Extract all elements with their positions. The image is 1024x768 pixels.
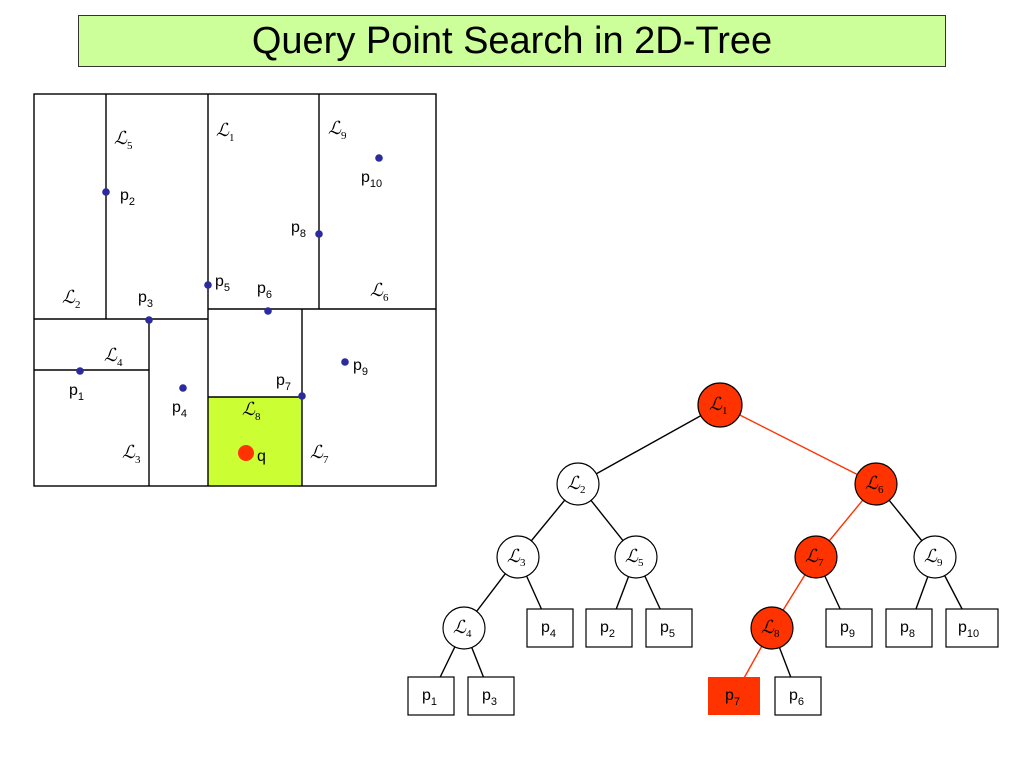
point-p1-dot (76, 367, 84, 375)
tree-leaf-p8-label: p8 (900, 619, 915, 640)
tree-node-L4 (442, 606, 486, 650)
point-p7-dot (298, 392, 306, 400)
tree-leaf-p10 (945, 608, 999, 648)
point-p9-label: p9 (353, 357, 368, 378)
point-p7-label: p7 (276, 372, 291, 393)
split-line-label-5: ℒ5 (114, 128, 133, 152)
tree-leaf-p2 (585, 608, 633, 648)
tree-node-L8-label: ℒ8 (761, 617, 780, 640)
tree-node-L9 (913, 535, 957, 579)
tree-leaf-p5 (645, 608, 693, 648)
split-line-label-9: ℒ9 (328, 118, 347, 142)
point-p9-dot (341, 358, 349, 366)
split-line-label-4: ℒ4 (104, 345, 123, 369)
tree-leaf-p3 (467, 676, 515, 716)
query-region (208, 397, 302, 486)
tree-leaf-p2-label: p2 (600, 619, 615, 640)
title-banner: Query Point Search in 2D-Tree (78, 15, 946, 67)
tree-node-L2 (556, 462, 600, 506)
tree-node-L3-label: ℒ3 (507, 546, 526, 569)
point-p2-label: p2 (120, 187, 135, 208)
point-p3-label: p3 (138, 289, 153, 310)
tree-node-L8 (750, 606, 794, 650)
split-line-label-1: ℒ1 (216, 120, 234, 144)
tree-edge-L1-L6 (719, 404, 877, 485)
tree-leaf-p5-label: p5 (660, 619, 675, 640)
split-line-label-2: ℒ2 (62, 287, 80, 311)
tree-node-L9-label: ℒ9 (924, 546, 943, 569)
tree-node-L2-label: ℒ2 (567, 473, 585, 496)
tree-leaf-p7-label: p7 (725, 687, 740, 708)
point-p4-label: p4 (172, 399, 187, 420)
page-title: Query Point Search in 2D-Tree (251, 19, 773, 62)
point-p3-dot (145, 316, 153, 324)
tree-edge-L1-L2 (577, 404, 721, 485)
point-p5-label: p5 (215, 273, 230, 294)
tree-node-L6-label: ℒ6 (865, 473, 884, 496)
point-p8-dot (315, 230, 323, 238)
tree-leaf-p9-label: p9 (840, 619, 855, 640)
point-p5-dot (204, 281, 212, 289)
tree-leaf-p4 (526, 608, 574, 648)
point-p10-dot (375, 154, 383, 162)
tree-leaf-p8 (885, 608, 933, 648)
tree-node-L5-label: ℒ5 (625, 546, 644, 569)
split-line-label-3: ℒ3 (122, 442, 141, 466)
tree-leaf-p6-label: p6 (789, 687, 804, 708)
tree-node-L5 (614, 535, 658, 579)
split-line-label-8: ℒ8 (242, 399, 261, 423)
split-line-label-6: ℒ6 (370, 280, 389, 304)
tree-leaf-p4-label: p4 (541, 619, 556, 640)
tree-leaf-p1-label: p1 (422, 687, 437, 708)
tree-leaf-p10-label: p10 (958, 619, 979, 640)
tree-leaf-p1 (407, 676, 455, 716)
tree-node-L3 (496, 535, 540, 579)
point-p6-dot (264, 307, 272, 315)
query-point-label: q (257, 448, 266, 465)
query-point-dot (238, 445, 254, 461)
tree-node-L4-label: ℒ4 (453, 617, 472, 640)
tree-node-L7 (794, 535, 838, 579)
tree-leaf-p7 (708, 677, 760, 715)
tree-leaf-p6 (774, 676, 822, 716)
plane-border (33, 93, 437, 487)
point-p6-label: p6 (257, 280, 272, 301)
point-p8-label: p8 (291, 219, 306, 240)
point-p10-label: p10 (361, 169, 382, 190)
tree-node-L1-label: ℒ1 (709, 394, 727, 417)
point-p2-dot (102, 188, 110, 196)
point-p4-dot (179, 384, 187, 392)
tree-node-L6 (854, 462, 898, 506)
point-p1-label: p1 (69, 382, 84, 403)
tree-node-L7-label: ℒ7 (805, 546, 824, 569)
tree-leaf-p3-label: p3 (482, 687, 497, 708)
tree-leaf-p9 (825, 608, 873, 648)
tree-node-L1 (697, 382, 743, 428)
split-line-label-7: ℒ7 (310, 442, 329, 466)
